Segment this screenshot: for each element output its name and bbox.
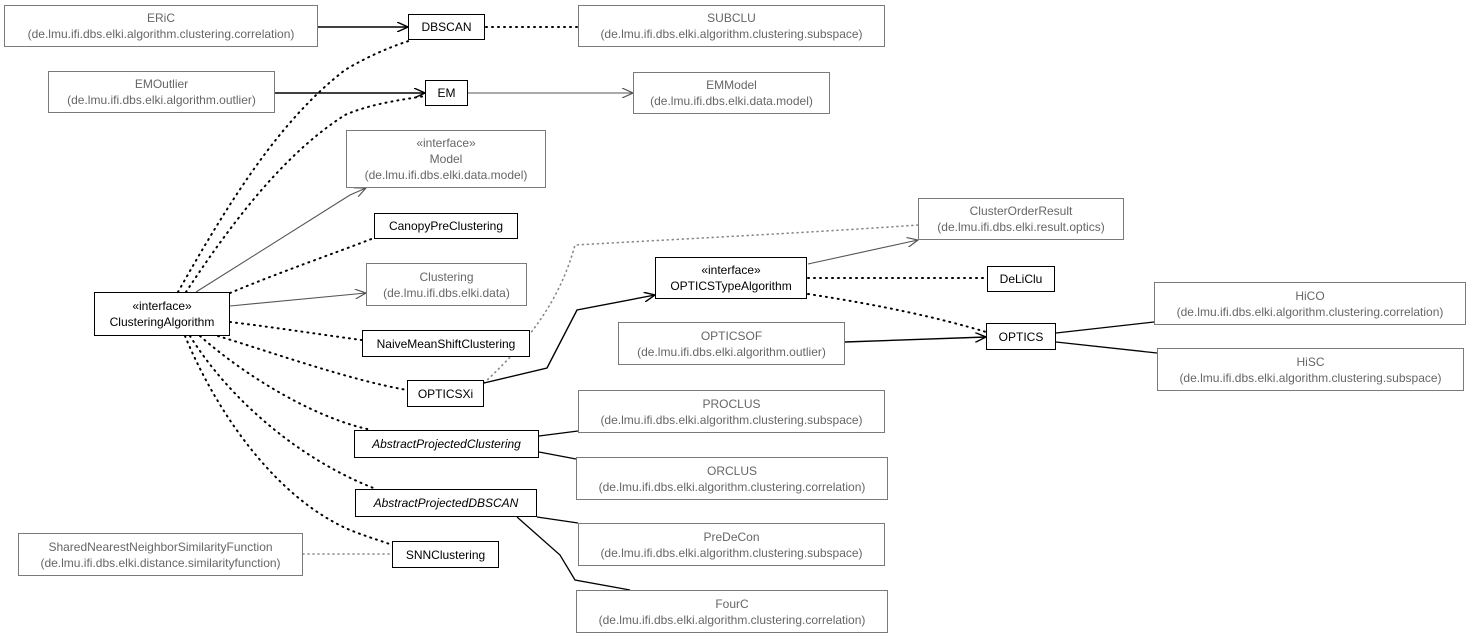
node-em[interactable]: EM: [425, 80, 468, 106]
node-proclus[interactable]: PROCLUS(de.lmu.ifi.dbs.elki.algorithm.cl…: [578, 390, 885, 433]
node-label-line: OPTICS: [998, 329, 1044, 344]
node-label-line: ClusteringAlgorithm: [109, 315, 215, 329]
node-label-line: EMOutlier: [134, 77, 189, 91]
node-label-line: EM: [437, 86, 456, 100]
node-label-line: HiSC: [1296, 354, 1325, 369]
node-label-line: ERiC: [146, 11, 175, 25]
edge-abstractprojdbscan-predecon: [536, 516, 579, 524]
node-label-line: OPTICSOF: [700, 328, 763, 343]
node-label-line: «interface»: [416, 136, 476, 150]
node-label-line: OPTICSTypeAlgorithm: [670, 279, 792, 293]
node-label-line: EMModel: [706, 78, 757, 92]
node-label-line: Clustering: [419, 269, 474, 284]
node-label-line: AbstractProjectedClustering: [372, 437, 521, 451]
node-label-line: (de.lmu.ifi.dbs.elki.algorithm.outlier): [637, 344, 826, 359]
node-label-line: (de.lmu.ifi.dbs.elki.data.model): [650, 94, 813, 108]
node-emmodel[interactable]: EMModel (de.lmu.ifi.dbs.elki.data.model): [633, 72, 830, 114]
node-opticsxi[interactable]: OPTICSXi: [407, 380, 484, 407]
edge-clusteringalg-dbscan: [177, 39, 413, 293]
node-label-line: OPTICSXi: [417, 386, 474, 401]
edge-clusteringalg-abstractprojclustering: [199, 335, 373, 431]
edge-abstractprojclustering-proclus: [538, 430, 579, 437]
edge-clusteringalg-model: [195, 188, 366, 293]
node-fourc[interactable]: FourC(de.lmu.ifi.dbs.elki.algorithm.clus…: [576, 590, 888, 633]
node-cluster-order-result[interactable]: ClusterOrderResult (de.lmu.ifi.dbs.elki.r…: [918, 198, 1124, 240]
node-snn-clustering[interactable]: SNNClustering: [392, 541, 499, 568]
node-label-line: (de.lmu.ifi.dbs.elki.algorithm.clusterin…: [1179, 370, 1442, 385]
node-label-line: SNNClustering: [405, 547, 486, 562]
edge-clusteringalg-snnclustering: [184, 335, 393, 546]
node-abstract-projected-clustering[interactable]: AbstractProjectedClustering: [354, 430, 539, 458]
node-clustering-algorithm-interface[interactable]: «interface» ClusteringAlgorithm: [94, 292, 230, 336]
node-label-line: (de.lmu.ifi.dbs.elki.algorithm.clusterin…: [598, 479, 866, 494]
edge-clusteringalg-abstractprojdbscan: [189, 335, 377, 490]
node-optics-type-algorithm[interactable]: «interface» OPTICSTypeAlgorithm: [655, 257, 807, 299]
node-label-line: (de.lmu.ifi.dbs.elki.algorithm.clusterin…: [600, 27, 863, 41]
node-label-line: FourC: [715, 596, 749, 611]
node-label-line: HiCO: [1295, 288, 1325, 303]
node-naive-mean-shift-clustering[interactable]: NaiveMeanShiftClustering: [362, 330, 530, 357]
edge-abstractprojclustering-orclus: [538, 451, 577, 460]
edge-optics-hico: [1055, 321, 1155, 334]
node-label-line: (de.lmu.ifi.dbs.elki.data): [383, 285, 510, 300]
edge-optics-hisc: [1055, 341, 1158, 354]
node-label-line: «interface»: [701, 263, 761, 277]
edge-clusteringalg-em: [185, 95, 426, 293]
node-label-line: SUBCLU: [707, 11, 756, 25]
node-opticsof[interactable]: OPTICSOF(de.lmu.ifi.dbs.elki.algorithm.o…: [618, 322, 845, 365]
edge-clusteringalg-opticsxi: [217, 335, 408, 391]
node-predecon[interactable]: PreDeCon(de.lmu.ifi.dbs.elki.algorithm.c…: [578, 523, 885, 566]
edge-opticsxi-opticstype: [483, 295, 655, 384]
node-label-line: DeLiClu: [999, 272, 1043, 286]
node-label-line: PreDeCon: [703, 529, 760, 544]
node-label-line: ORCLUS: [706, 463, 757, 478]
node-deliclu[interactable]: DeLiClu: [987, 266, 1055, 292]
node-emoutlier[interactable]: EMOutlier (de.lmu.ifi.dbs.elki.algorithm.…: [48, 71, 275, 113]
node-eric[interactable]: ERiC (de.lmu.ifi.dbs.elki.algorithm.clust…: [4, 5, 318, 47]
node-dbscan[interactable]: DBSCAN: [408, 14, 485, 40]
edge-clusteringalg-canopy: [229, 237, 375, 294]
node-label-line: (de.lmu.ifi.dbs.elki.algorithm.clusterin…: [27, 27, 295, 41]
node-label-line: (de.lmu.ifi.dbs.elki.data.model): [364, 168, 528, 182]
node-label-line: PROCLUS: [702, 396, 761, 411]
edge-clusteringalg-naivemeanshift: [229, 321, 363, 341]
edge-opticsof-optics: [844, 337, 986, 343]
node-label-line: (de.lmu.ifi.dbs.elki.algorithm.outlier): [67, 93, 256, 107]
node-orclus[interactable]: ORCLUS(de.lmu.ifi.dbs.elki.algorithm.clu…: [576, 457, 888, 500]
node-label-line: ClusterOrderResult: [969, 204, 1073, 218]
node-canopy-pre-clustering[interactable]: CanopyPreClustering: [374, 213, 518, 239]
node-label-line: (de.lmu.ifi.dbs.elki.algorithm.clusterin…: [600, 545, 863, 560]
edge-clusteringalg-clustering: [229, 293, 366, 307]
node-subclu[interactable]: SUBCLU (de.lmu.ifi.dbs.elki.algorithm.clu…: [578, 5, 885, 47]
node-label-line: (de.lmu.ifi.dbs.elki.algorithm.clusterin…: [1176, 304, 1444, 319]
node-model-interface[interactable]: «interface» Model (de.lmu.ifi.dbs.elki.dat…: [346, 130, 546, 188]
node-clustering[interactable]: Clustering(de.lmu.ifi.dbs.elki.data): [366, 263, 527, 306]
node-label-line: SharedNearestNeighborSimilarityFunction: [48, 539, 273, 554]
node-label-line: (de.lmu.ifi.dbs.elki.distance.similarity…: [40, 555, 281, 570]
node-label-line: «interface»: [132, 299, 192, 313]
node-label-line: NaiveMeanShiftClustering: [376, 336, 516, 351]
node-shared-nearest-neighbor-similarity-function[interactable]: SharedNearestNeighborSimilarityFunction(…: [18, 533, 303, 576]
node-label-line: (de.lmu.ifi.dbs.elki.algorithm.clusterin…: [600, 412, 863, 427]
node-label-line: DBSCAN: [421, 20, 472, 34]
node-label-line: (de.lmu.ifi.dbs.elki.algorithm.clusterin…: [598, 612, 866, 627]
node-hico[interactable]: HiCO(de.lmu.ifi.dbs.elki.algorithm.clust…: [1154, 282, 1466, 325]
node-label-line: AbstractProjectedDBSCAN: [373, 496, 519, 510]
node-label-line: CanopyPreClustering: [388, 219, 504, 233]
edge-abstractprojdbscan-fourc: [516, 516, 631, 591]
edge-opticstype-clusterorder: [807, 240, 918, 265]
node-label-line: (de.lmu.ifi.dbs.elki.result.optics): [937, 220, 1105, 234]
node-optics[interactable]: OPTICS: [986, 323, 1056, 350]
edge-opticstype-optics: [807, 293, 987, 333]
node-label-line: Model: [429, 152, 463, 166]
node-abstract-projected-dbscan[interactable]: AbstractProjectedDBSCAN: [355, 489, 537, 517]
node-hisc[interactable]: HiSC(de.lmu.ifi.dbs.elki.algorithm.clust…: [1157, 348, 1464, 391]
